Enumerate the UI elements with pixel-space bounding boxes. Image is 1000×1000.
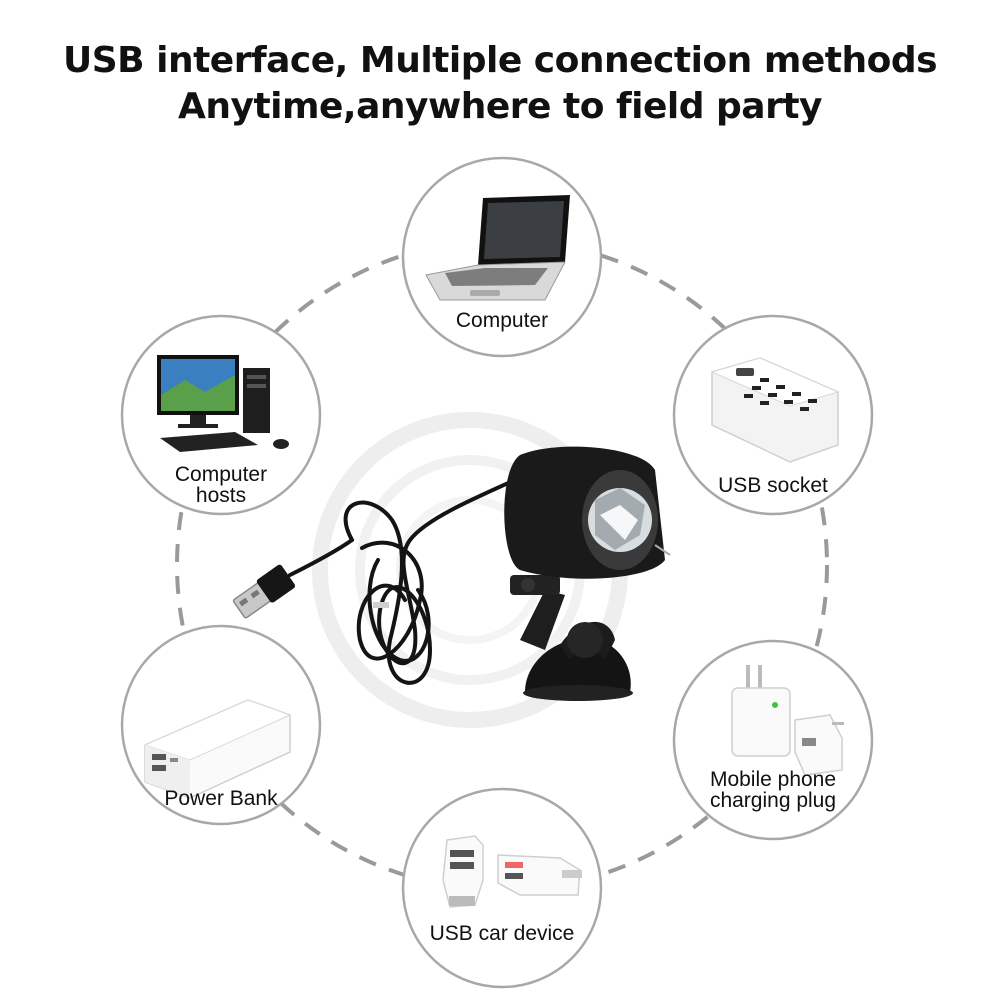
label-computer: Computer xyxy=(402,310,602,331)
label-line: USB car device xyxy=(429,922,575,945)
label-car-device: USB car device xyxy=(402,923,602,944)
label-line: Computer xyxy=(455,309,549,332)
headline-line-1: USB interface, Multiple connection metho… xyxy=(62,40,938,81)
power-bank-icon xyxy=(143,699,292,799)
charging-plug-icon xyxy=(731,665,844,776)
label-power-bank: Power Bank xyxy=(121,788,321,809)
label-usb-socket: USB socket xyxy=(673,475,873,496)
label-line: Computer xyxy=(174,463,268,486)
car-charger-icon xyxy=(442,835,582,908)
label-line: hosts xyxy=(195,484,247,507)
dashed-ring xyxy=(175,238,829,892)
laptop-icon xyxy=(425,195,570,301)
usb-cable-icon xyxy=(288,478,517,685)
usb-disco-ball-light-icon xyxy=(232,446,671,701)
label-line: Power Bank xyxy=(164,787,278,810)
usb-plug-icon xyxy=(232,564,296,619)
label-line: USB socket xyxy=(718,474,828,497)
desktop-computer-icon xyxy=(157,355,289,452)
headline-line-2: Anytime,anywhere to field party xyxy=(177,86,823,127)
label-line: charging plug xyxy=(709,789,837,812)
usb-hub-icon xyxy=(710,357,840,463)
label-computer-hosts: Computer hosts xyxy=(121,464,321,506)
label-line: Mobile phone xyxy=(709,768,837,791)
label-mobile-plug: Mobile phone charging plug xyxy=(673,769,873,811)
